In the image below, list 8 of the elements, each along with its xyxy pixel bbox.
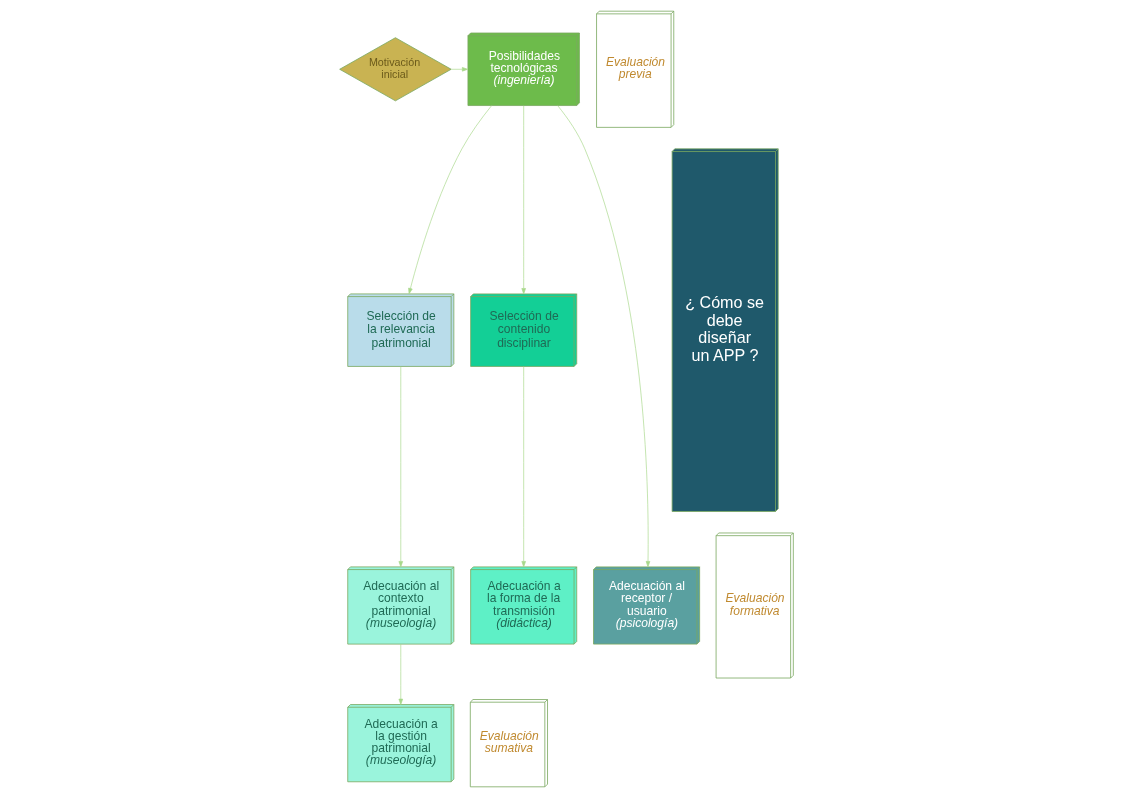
arrow [398, 366, 403, 568]
arrow [520, 105, 526, 295]
arrow [520, 366, 526, 568]
arrow [407, 105, 492, 295]
arrow [450, 67, 468, 72]
node-diamond: Motivación inicial [338, 37, 452, 102]
arrow [556, 105, 650, 568]
arrow [398, 643, 403, 705]
